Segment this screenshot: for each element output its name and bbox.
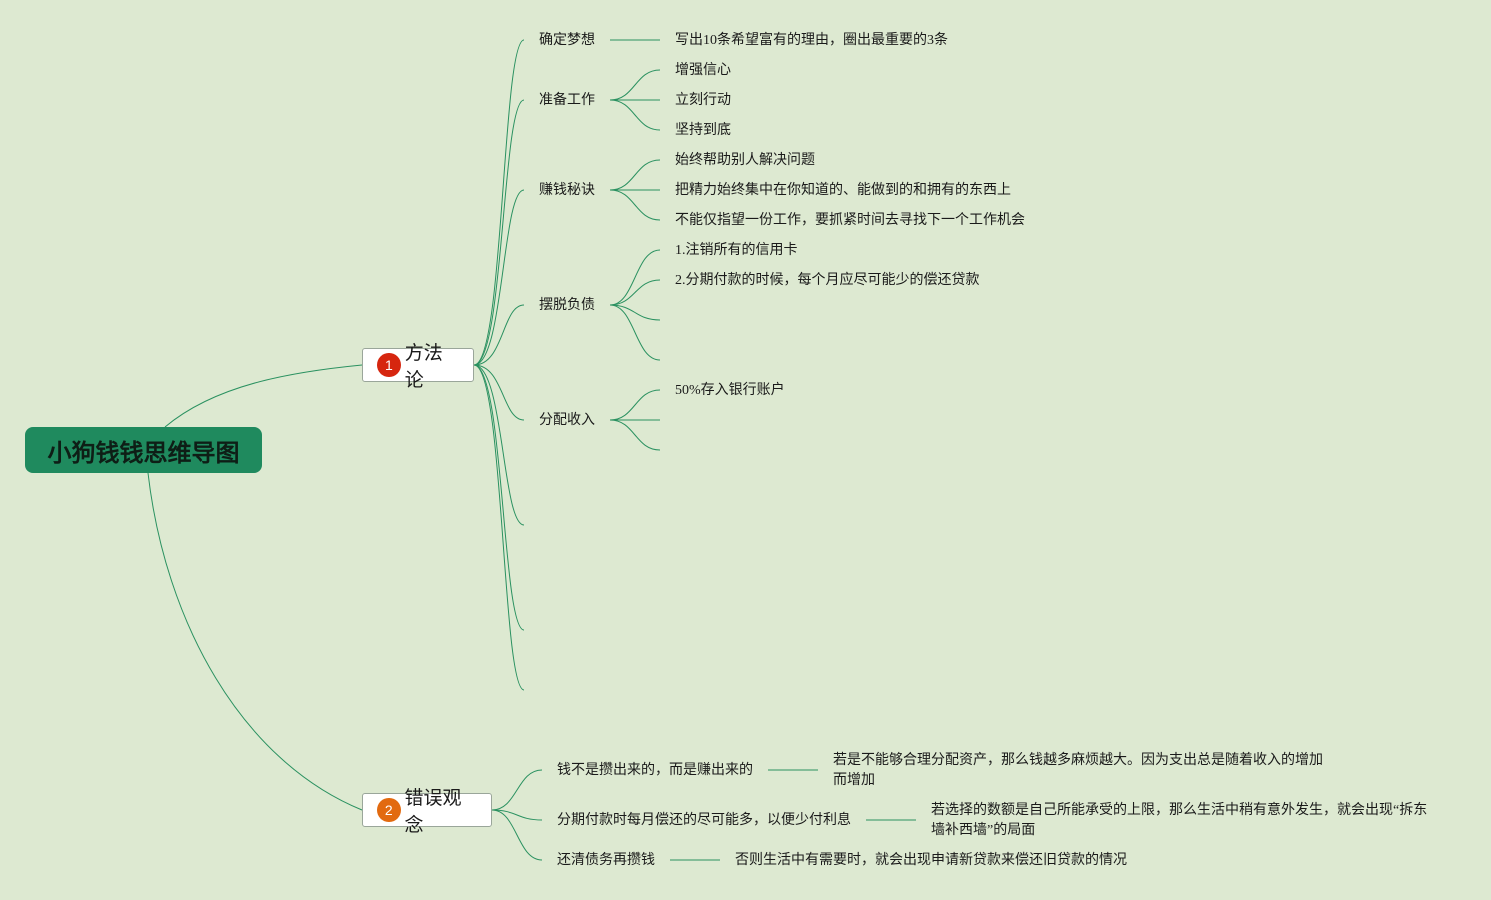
link-root-topic2: [147, 472, 363, 811]
main-topic-label: 错误观念: [404, 787, 462, 836]
link-leaf: [609, 249, 661, 306]
branch-misconception-2[interactable]: 分期付款时每月偿还的尽可能多，以便少付利息: [557, 813, 851, 828]
branch-allocate-income[interactable]: 分配收入: [539, 413, 595, 428]
link-leaf: [609, 389, 661, 421]
leaf-item[interactable]: 不能仅指望一份工作，要抓紧时间去寻找下一个工作机会: [675, 213, 1025, 228]
branch-misconception-1[interactable]: 钱不是攒出来的，而是赚出来的: [557, 763, 753, 778]
link-branch: [473, 364, 525, 691]
leaf-item[interactable]: 若选择的数额是自己所能承受的上限，那么生活中稍有意外发生，就会出现“拆东墙补西墙…: [931, 803, 1428, 838]
link-leaf: [609, 279, 661, 306]
leaf-item[interactable]: 增强信心: [675, 63, 731, 78]
leaf-item[interactable]: 50%存入银行账户: [675, 383, 785, 398]
link-branch: [491, 809, 543, 821]
leaf-item[interactable]: 否则生活中有需要时，就会出现申请新贷款来偿还旧贷款的情况: [735, 853, 1127, 868]
link-branch: [473, 39, 525, 366]
link-leaf: [609, 159, 661, 191]
branch-preparation[interactable]: 准备工作: [539, 93, 595, 108]
link-branch: [473, 364, 525, 526]
branch-money-secret[interactable]: 赚钱秘诀: [539, 183, 595, 198]
leaf-item[interactable]: 2.分期付款的时候，每个月应尽可能少的偿还贷款: [675, 273, 980, 288]
branch-misconception-3[interactable]: 还清债务再攒钱: [557, 853, 655, 868]
link-leaf: [609, 189, 661, 221]
main-topic-label: 方法论: [404, 342, 443, 391]
link-branch: [473, 189, 525, 366]
link-leaf: [609, 304, 661, 321]
main-topic-misconceptions[interactable]: 2 错误观念: [362, 787, 492, 836]
link-branch: [473, 304, 525, 366]
branch-define-dream[interactable]: 确定梦想: [539, 33, 595, 48]
leaf-item[interactable]: 立刻行动: [675, 93, 731, 108]
branch-get-out-of-debt[interactable]: 摆脱负债: [539, 298, 595, 313]
number-badge-1: 1: [377, 353, 401, 377]
root-topic[interactable]: 小狗钱钱思维导图: [25, 427, 262, 473]
leaf-item[interactable]: 1.注销所有的信用卡: [675, 243, 798, 258]
link-branch: [473, 364, 525, 421]
link-branch: [473, 364, 525, 631]
link-branch: [473, 99, 525, 366]
link-leaf: [609, 304, 661, 361]
main-topic-methodology[interactable]: 1 方法论: [362, 342, 474, 391]
leaf-item[interactable]: 若是不能够合理分配资产，那么钱越多麻烦越大。因为支出总是随着收入的增加而增加: [833, 753, 1323, 788]
link-root-topic1: [164, 364, 363, 428]
root-title: 小狗钱钱思维导图: [47, 438, 240, 467]
leaf-item[interactable]: 把精力始终集中在你知道的、能做到的和拥有的东西上: [675, 183, 1011, 198]
leaf-item[interactable]: 坚持到底: [675, 123, 731, 138]
link-branch: [491, 809, 543, 861]
link-leaf: [609, 99, 661, 131]
leaf-item[interactable]: 始终帮助别人解决问题: [675, 153, 815, 168]
link-leaf: [609, 69, 661, 101]
link-leaf: [609, 419, 661, 451]
leaf-item[interactable]: 写出10条希望富有的理由，圈出最重要的3条: [675, 33, 948, 48]
number-badge-2: 2: [377, 798, 401, 822]
link-branch: [491, 769, 543, 811]
